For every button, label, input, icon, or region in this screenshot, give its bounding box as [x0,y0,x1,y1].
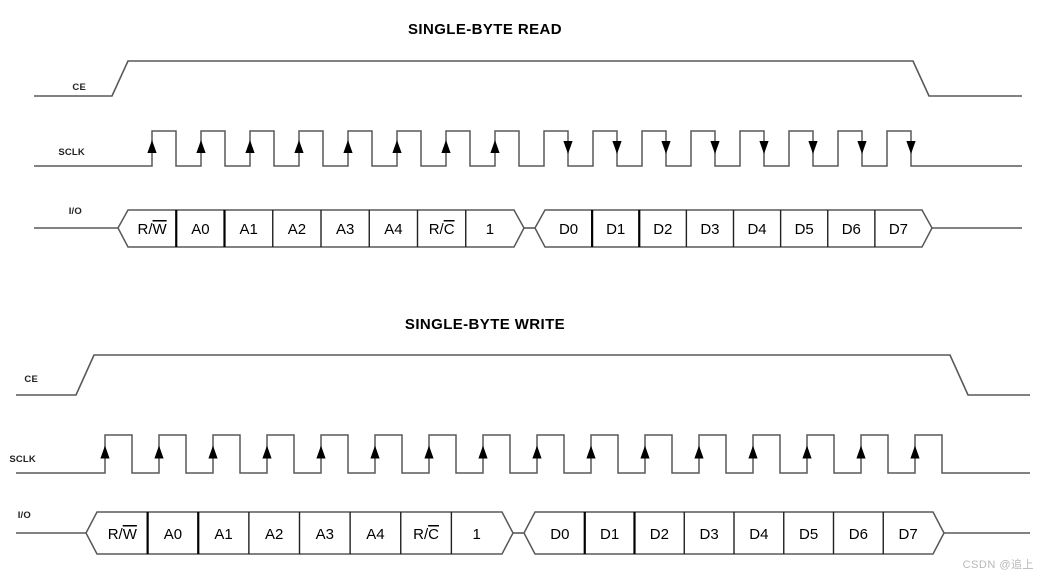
rising-edge-arrow-icon-write-1 [154,445,164,459]
section-write: SINGLE-BYTE WRITE CE SCLK I/O R/W A0 A1 A2 A3 A4 R… [9,316,1030,555]
falling-edge-arrow-icon-read-13 [808,141,818,154]
io-command-bus-write-cell-label-2: A1 [214,526,232,543]
rising-edge-arrow-icon-write-14 [856,445,866,459]
falling-edge-arrow-icon-read-8 [563,141,573,154]
falling-edge-arrow-icon-read-11 [710,141,720,154]
rising-edge-arrow-icon-read-4 [343,140,353,153]
rising-edge-arrow-icon-read-5 [392,140,402,153]
io-data-bus-write-cell-label-2: D2 [650,526,669,543]
io-command-bus-write-cell-label-4: A3 [316,526,334,543]
section-read: SINGLE-BYTE READ CE SCLK I/O R/W A0 A1 A2 A3 A4 R/… [34,21,1022,248]
rising-edge-arrow-icon-read-6 [441,140,451,153]
rising-edge-arrow-icon-write-5 [370,445,380,459]
rising-edge-arrow-icon-write-15 [910,445,920,459]
rising-edge-arrow-icon-write-9 [586,445,596,459]
rising-edge-arrow-icon-read-0 [147,140,157,153]
io-data-bus-write-cell-label-3: D3 [700,526,719,543]
io-data-bus-read-cell-label-4: D4 [747,221,766,238]
io-command-bus-read-cell-label-2: A1 [239,221,257,238]
io-data-bus-read-cell-label-5: D5 [795,221,814,238]
io-data-bus-write-cell-label-1: D1 [600,526,619,543]
io-command-bus-write-cell-label-5: A4 [366,526,384,543]
signal-label-ce-write: CE [24,374,38,385]
rising-edge-arrow-icon-write-7 [478,445,488,459]
rising-edge-arrow-icon-write-2 [208,445,218,459]
signal-label-io-read: I/O [69,206,82,217]
io-command-bus-write-cell-label-6: R/C [413,526,439,543]
falling-edge-arrow-icon-read-9 [612,141,622,154]
io-command-bus-read-cell-label-4: A3 [336,221,354,238]
signal-label-sclk-read: SCLK [58,147,85,158]
rising-edge-arrow-icon-write-0 [100,445,110,459]
falling-edge-arrow-icon-read-14 [857,141,867,154]
io-data-bus-read-cell-label-2: D2 [653,221,672,238]
io-data-bus-read-cell-label-3: D3 [700,221,719,238]
io-command-bus-read-cell-label-5: A4 [384,221,402,238]
rising-edge-arrow-icon-write-4 [316,445,326,459]
rising-edge-arrow-icon-write-12 [748,445,758,459]
io-data-bus-write-cell-label-5: D5 [799,526,818,543]
falling-edge-arrow-icon-read-15 [906,141,916,154]
rising-edge-arrow-icon-write-6 [424,445,434,459]
sclk-waveform-write [16,434,1030,474]
rising-edge-arrow-icon-write-3 [262,445,272,459]
io-command-bus-read-cell-label-1: A0 [191,221,209,238]
signal-label-ce-read: CE [72,82,86,93]
io-data-bus-read-cell-label-1: D1 [606,221,625,238]
rising-edge-arrow-icon-read-2 [245,140,255,153]
rising-edge-arrow-icon-write-13 [802,445,812,459]
rising-edge-arrow-icon-read-1 [196,140,206,153]
io-command-bus-read-cell-label-3: A2 [288,221,306,238]
ce-waveform-write [16,354,1030,396]
section-title-write: SINGLE-BYTE WRITE [405,316,565,333]
rising-edge-arrow-icon-write-8 [532,445,542,459]
rising-edge-arrow-icon-read-7 [490,140,500,153]
section-title-read: SINGLE-BYTE READ [408,21,562,38]
io-data-bus-read-cell-label-0: D0 [559,221,578,238]
signal-label-io-write: I/O [18,510,31,521]
io-command-bus-read-cell-label-7: 1 [486,221,494,238]
rising-edge-arrow-icon-read-3 [294,140,304,153]
io-data-bus-write-cell-label-0: D0 [550,526,569,543]
signal-label-sclk-write: SCLK [9,454,36,465]
io-command-bus-write-cell-label-7: 1 [473,526,481,543]
rising-edge-arrow-icon-write-10 [640,445,650,459]
io-command-bus-write-cell-label-0: R/W [108,526,138,543]
io-data-bus-write-cell-label-4: D4 [749,526,768,543]
io-command-bus-read-cell-label-0: R/W [138,221,168,238]
ce-waveform-read [34,60,1022,97]
falling-edge-arrow-icon-read-10 [661,141,671,154]
io-command-bus-write-cell-label-1: A0 [164,526,182,543]
io-command-bus-read-cell-label-6: R/C [429,221,455,238]
sclk-waveform-read [34,130,1022,167]
watermark-text: CSDN @追上 [962,559,1034,571]
io-data-bus-read-cell-label-6: D6 [842,221,861,238]
io-data-bus-write-cell-label-7: D7 [899,526,918,543]
io-command-bus-write-cell-label-3: A2 [265,526,283,543]
io-data-bus-read-cell-label-7: D7 [889,221,908,238]
falling-edge-arrow-icon-read-12 [759,141,769,154]
rising-edge-arrow-icon-write-11 [694,445,704,459]
io-data-bus-write-cell-label-6: D6 [849,526,868,543]
